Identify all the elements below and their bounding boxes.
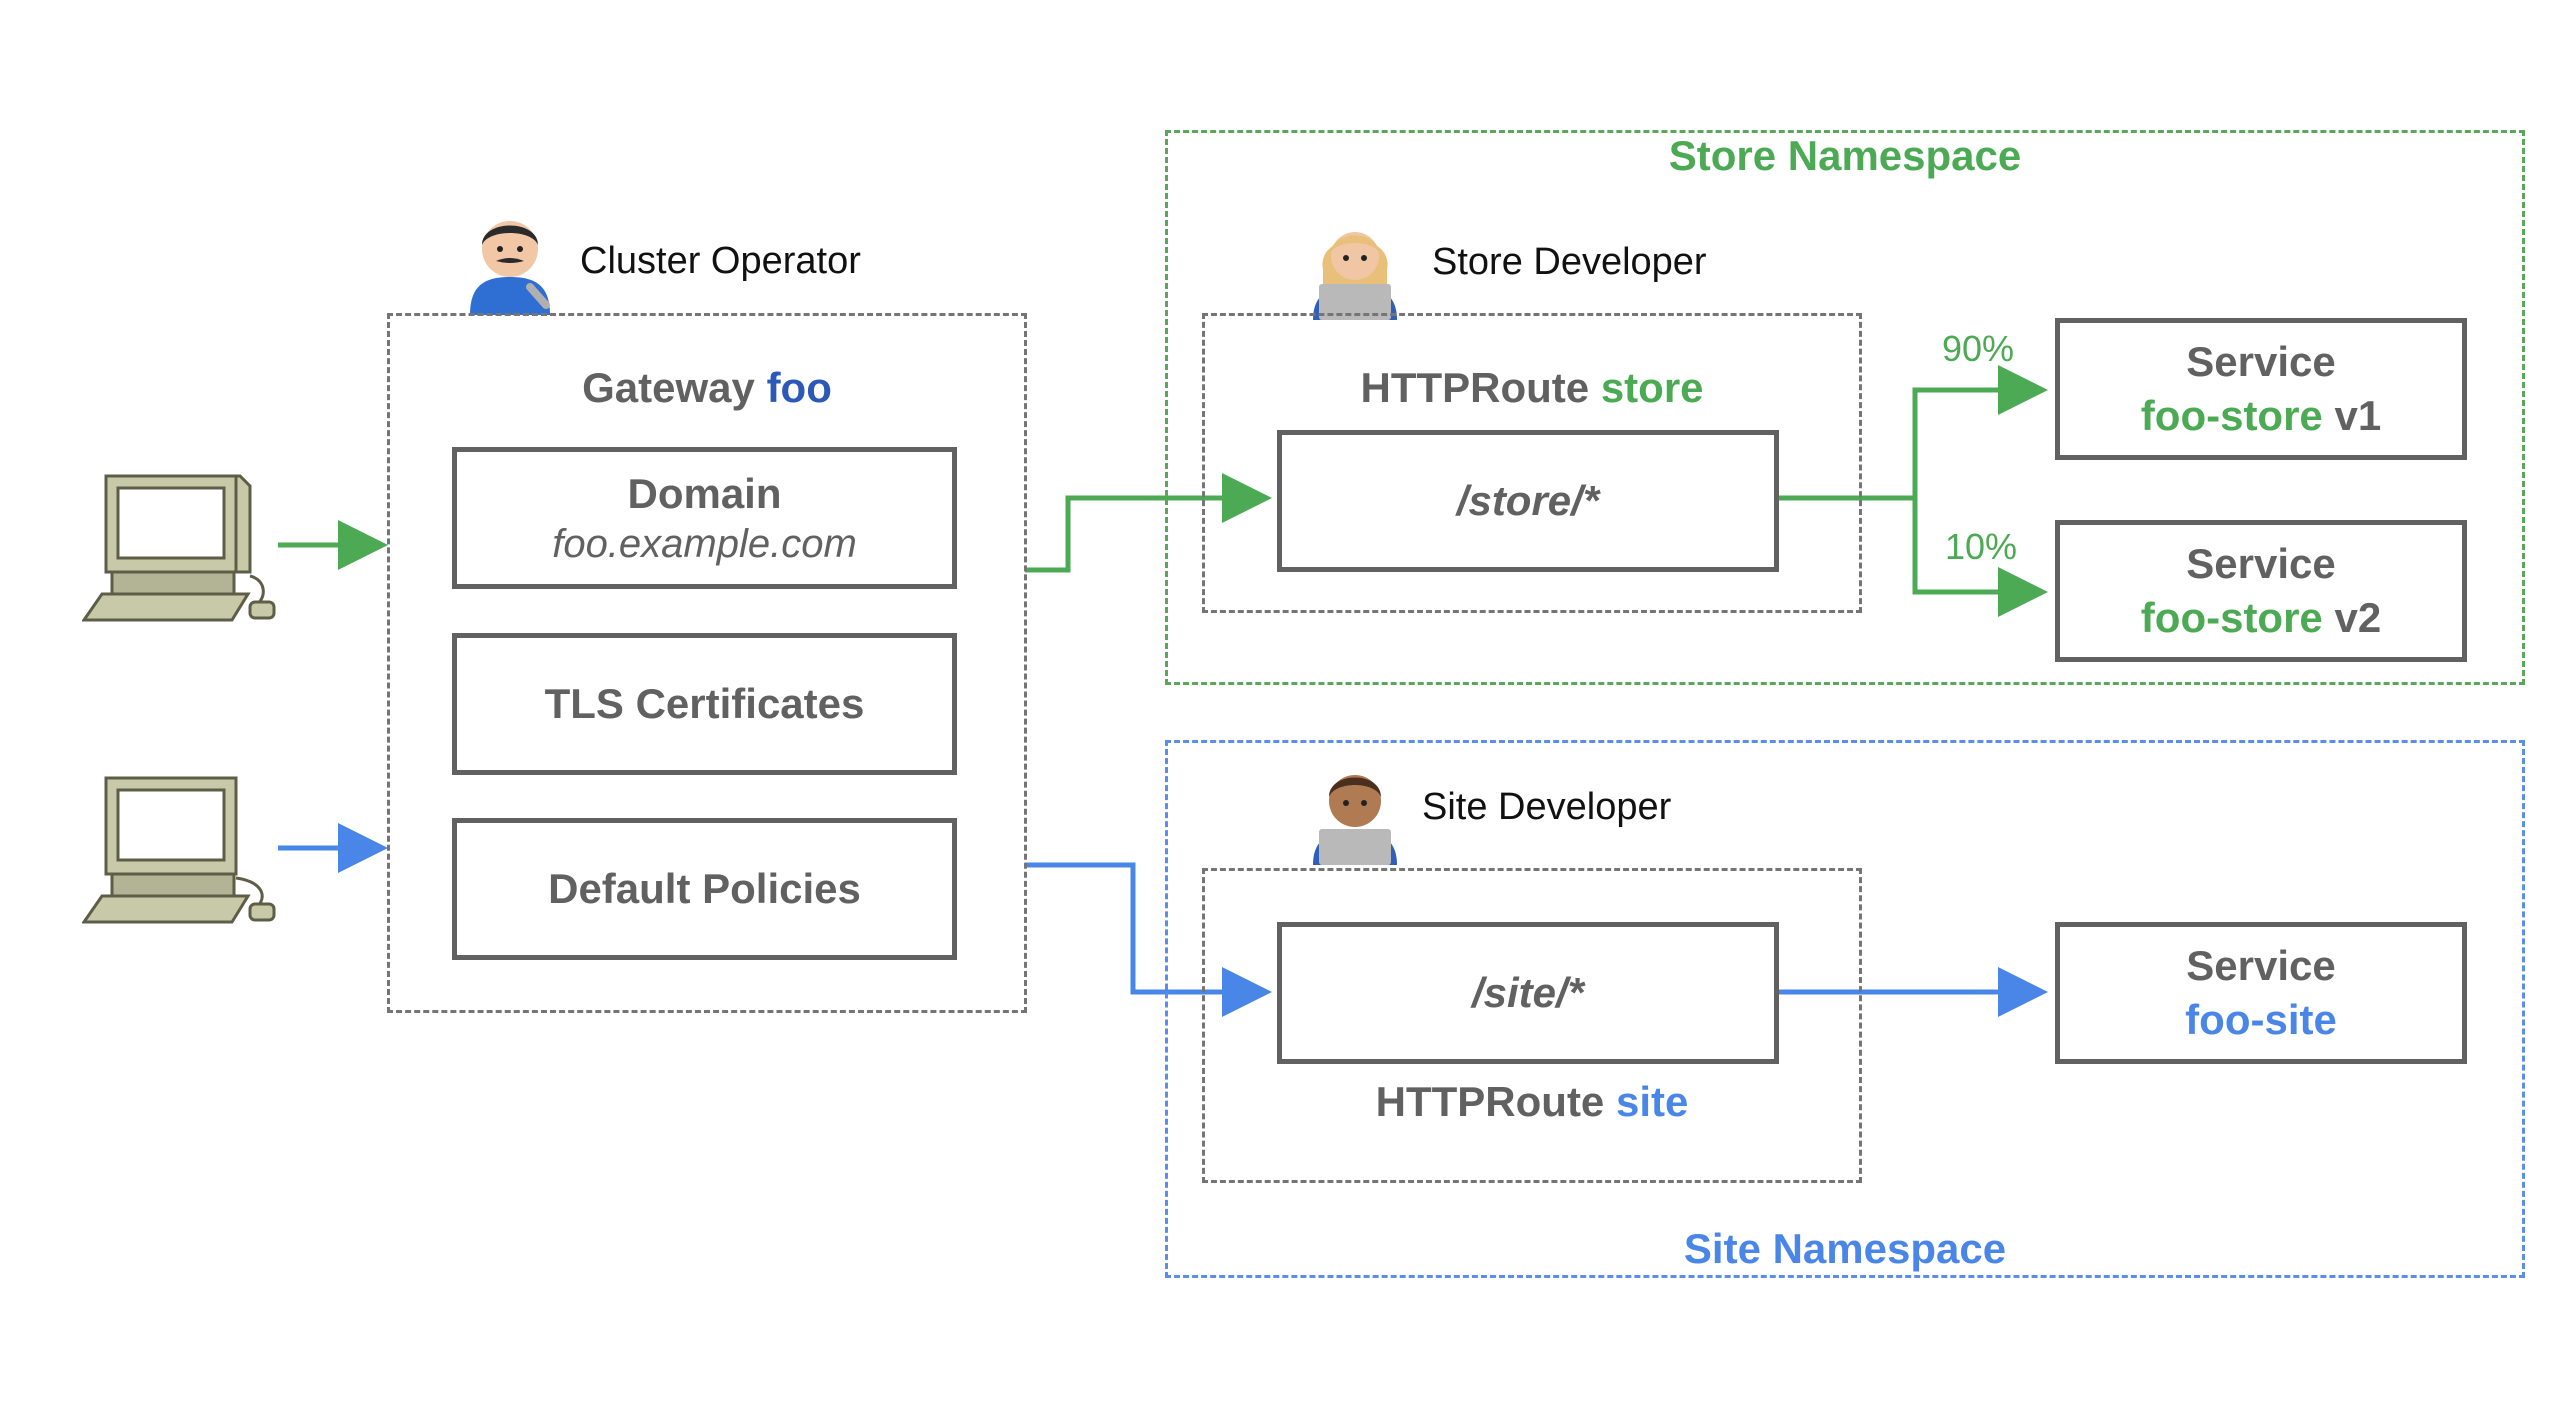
store-path: /store/* bbox=[1456, 477, 1600, 524]
site-path: /site/* bbox=[1471, 969, 1585, 1016]
gateway-title-kind: Gateway bbox=[582, 364, 755, 411]
service-site-label: Service bbox=[2186, 942, 2336, 989]
site-route-name: site bbox=[1615, 1078, 1689, 1125]
domain-value: foo.example.com bbox=[552, 521, 857, 566]
site-route-title: HTTPRoute site bbox=[1202, 1078, 1862, 1126]
service-v2-version: v2 bbox=[2334, 594, 2382, 641]
service-site-name: foo-site bbox=[2185, 996, 2337, 1043]
store-developer-label: Store Developer bbox=[1432, 241, 1707, 283]
desktop-computer-icon bbox=[81, 474, 276, 622]
client-computer-1 bbox=[81, 468, 282, 628]
store-namespace bbox=[1165, 130, 2525, 685]
gateway-name: foo bbox=[766, 364, 832, 411]
service-foo-site: Service foo-site bbox=[2055, 922, 2467, 1064]
store-route-kind: HTTPRoute bbox=[1360, 364, 1590, 411]
gateway-container bbox=[387, 313, 1027, 1013]
site-path-box: /site/* bbox=[1277, 922, 1779, 1064]
service-v1-name: foo-store v1 bbox=[2141, 392, 2381, 440]
split-v2-percent: 10% bbox=[1945, 526, 2018, 567]
service-v2-name: foo-store v2 bbox=[2141, 594, 2381, 642]
store-path-box: /store/* bbox=[1277, 430, 1779, 572]
site-namespace-label: Site Namespace bbox=[1683, 1225, 2007, 1272]
store-namespace-label: Store Namespace bbox=[1668, 132, 2022, 179]
site-developer-label: Site Developer bbox=[1422, 786, 1672, 828]
split-v1-percent: 90% bbox=[1942, 328, 2015, 369]
service-foo-store-v2: Service foo-store v2 bbox=[2055, 520, 2467, 662]
gateway-to-site-arrow bbox=[1025, 862, 1272, 1017]
site-route-kind: HTTPRoute bbox=[1375, 1078, 1605, 1125]
domain-box: Domain foo.example.com bbox=[452, 447, 957, 589]
service-v1-version: v1 bbox=[2334, 392, 2382, 439]
service-foo-store-v1: Service foo-store v1 bbox=[2055, 318, 2467, 460]
store-route-title: HTTPRoute store bbox=[1202, 364, 1862, 412]
domain-label: Domain bbox=[627, 469, 782, 517]
cluster-operator-label: Cluster Operator bbox=[580, 240, 861, 282]
store-httproute-container bbox=[1202, 313, 1862, 613]
site-namespace bbox=[1165, 740, 2525, 1278]
policies-label: Default Policies bbox=[548, 865, 861, 912]
store-developer-avatar bbox=[1305, 210, 1405, 320]
tls-label: TLS Certificates bbox=[544, 680, 865, 727]
client-computer-2 bbox=[81, 770, 282, 930]
site-httproute-container bbox=[1202, 868, 1862, 1183]
service-v2-label: Service bbox=[2186, 540, 2336, 587]
cluster-operator-avatar bbox=[460, 205, 560, 315]
gateway-title: Gateway foo bbox=[387, 364, 1027, 412]
split-v1-arrow bbox=[1912, 365, 2048, 498]
desktop-computer-icon bbox=[81, 776, 276, 924]
store-route-name: store bbox=[1600, 364, 1704, 411]
split-v2-arrow bbox=[1912, 498, 2048, 617]
site-developer-avatar bbox=[1305, 755, 1405, 865]
service-v1-name-text: foo-store bbox=[2140, 392, 2323, 439]
default-policies-box: Default Policies bbox=[452, 818, 957, 960]
tls-certificates-box: TLS Certificates bbox=[452, 633, 957, 775]
service-v1-label: Service bbox=[2186, 338, 2336, 385]
service-v2-name-text: foo-store bbox=[2140, 594, 2323, 641]
